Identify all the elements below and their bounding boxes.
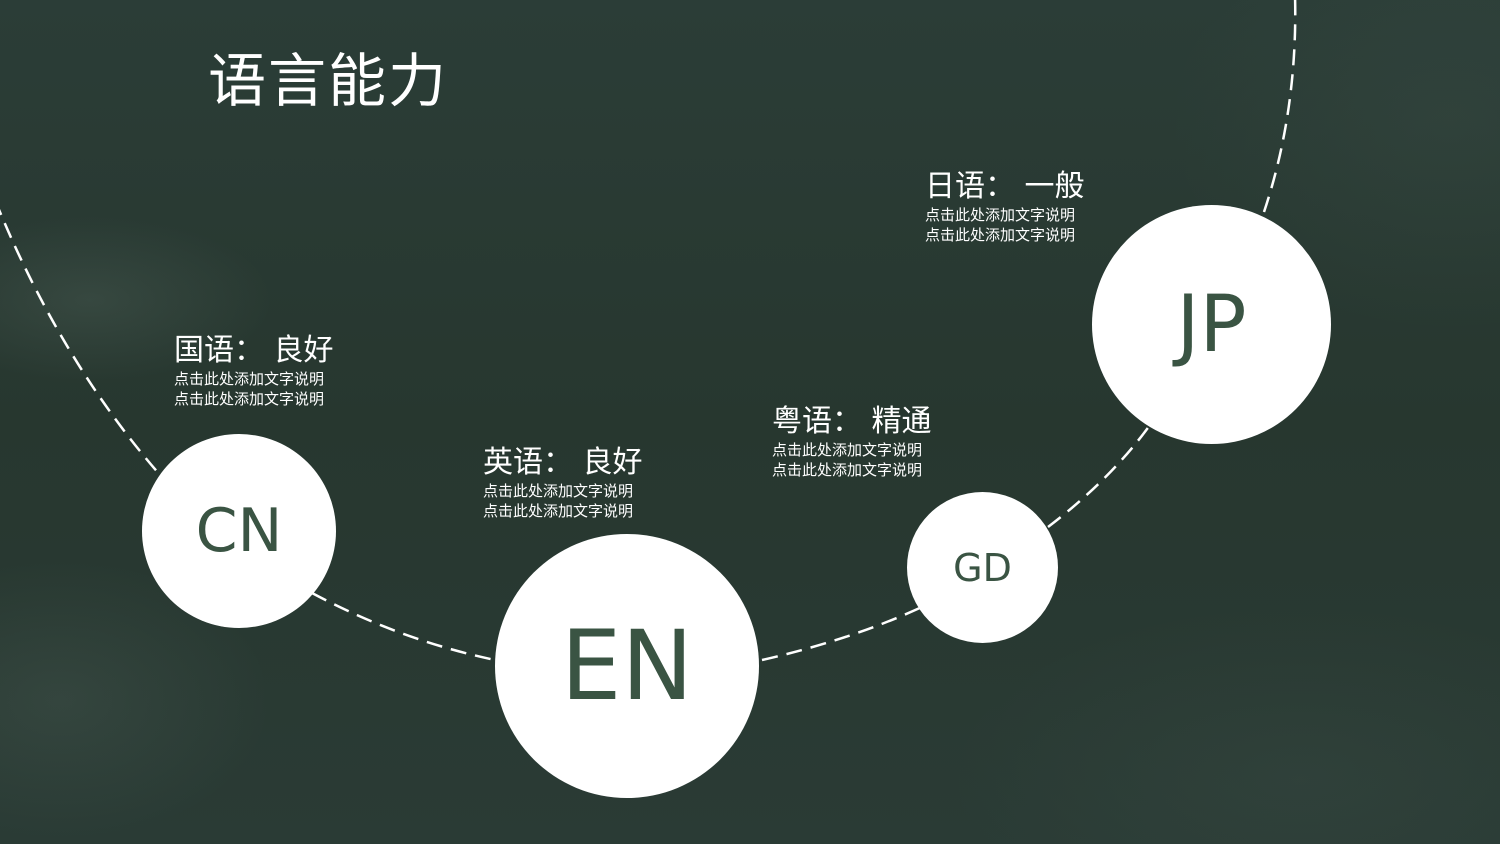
language-circle-jp: JP (1092, 205, 1331, 444)
language-circle-en: EN (495, 534, 759, 798)
language-description: 点击此处添加文字说明 (483, 482, 634, 500)
language-description: 点击此处添加文字说明 (925, 226, 1076, 244)
language-heading: 日语： 一般 (925, 169, 1085, 204)
language-description: 点击此处添加文字说明 (772, 461, 923, 479)
slide-title: 语言能力 (208, 47, 449, 115)
language-circle-gd: GD (907, 492, 1058, 643)
language-code: GD (953, 545, 1012, 590)
language-code: JP (1176, 279, 1247, 370)
language-label-en: 英语： 良好 点击此处添加文字说明 点击此处添加文字说明 (483, 445, 643, 521)
language-description: 点击此处添加文字说明 (925, 206, 1076, 224)
language-heading: 粤语： 精通 (772, 404, 932, 439)
language-code: CN (195, 496, 283, 566)
language-heading: 英语： 良好 (483, 445, 643, 480)
language-circle-cn: CN (142, 434, 336, 628)
language-code: EN (560, 610, 694, 722)
language-description: 点击此处添加文字说明 (174, 370, 325, 388)
language-label-gd: 粤语： 精通 点击此处添加文字说明 点击此处添加文字说明 (772, 404, 932, 480)
language-description: 点击此处添加文字说明 (483, 502, 634, 520)
language-label-cn: 国语： 良好 点击此处添加文字说明 点击此处添加文字说明 (174, 333, 334, 409)
language-description: 点击此处添加文字说明 (772, 441, 923, 459)
language-description: 点击此处添加文字说明 (174, 390, 325, 408)
language-heading: 国语： 良好 (174, 333, 334, 368)
language-label-jp: 日语： 一般 点击此处添加文字说明 点击此处添加文字说明 (925, 169, 1085, 245)
